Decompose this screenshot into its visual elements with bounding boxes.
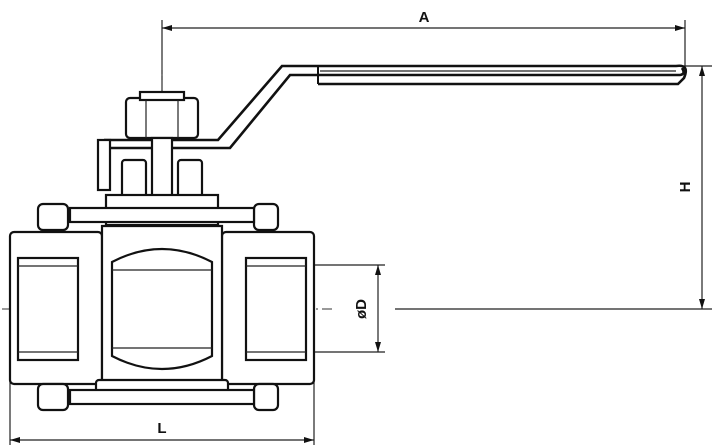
dim-a-label: A [419,9,430,26]
bolt-bottom-left [36,382,70,412]
bolt-rod-bottom [68,388,256,406]
bolt-rod-top [68,206,256,224]
handle-collar [96,138,112,192]
valve-body [8,202,316,412]
dim-h-arrow-top [699,66,705,76]
dim-h-label: H [677,182,694,193]
lever-handle [96,64,688,192]
stem-nut [124,90,200,140]
right-thread-port [244,256,308,362]
handle-outline-upper [104,64,688,142]
left-thread-port [16,256,80,362]
dim-h-arrow-bottom [699,299,705,309]
dim-a-arrow-left [162,25,172,31]
ball [110,248,214,370]
dim-d-label: øD [353,299,370,319]
dim-l-arrow-right [304,437,314,443]
dimension-l: L [9,380,315,445]
dim-d-arrow-top [375,265,381,275]
handle-outline-lower [100,67,685,150]
bolt-bottom-right [252,382,280,412]
stem-nut-body [124,96,200,140]
bolt-top-right [252,202,280,232]
dim-l-label: L [157,420,166,437]
dim-l-arrow-left [10,437,20,443]
bolt-top-left [36,202,70,232]
dim-a-arrow-right [675,25,685,31]
stem-nut-top [138,90,186,102]
dimension-h: H [395,65,712,310]
dim-d-arrow-bottom [375,342,381,352]
dimension-a: A [161,9,686,95]
